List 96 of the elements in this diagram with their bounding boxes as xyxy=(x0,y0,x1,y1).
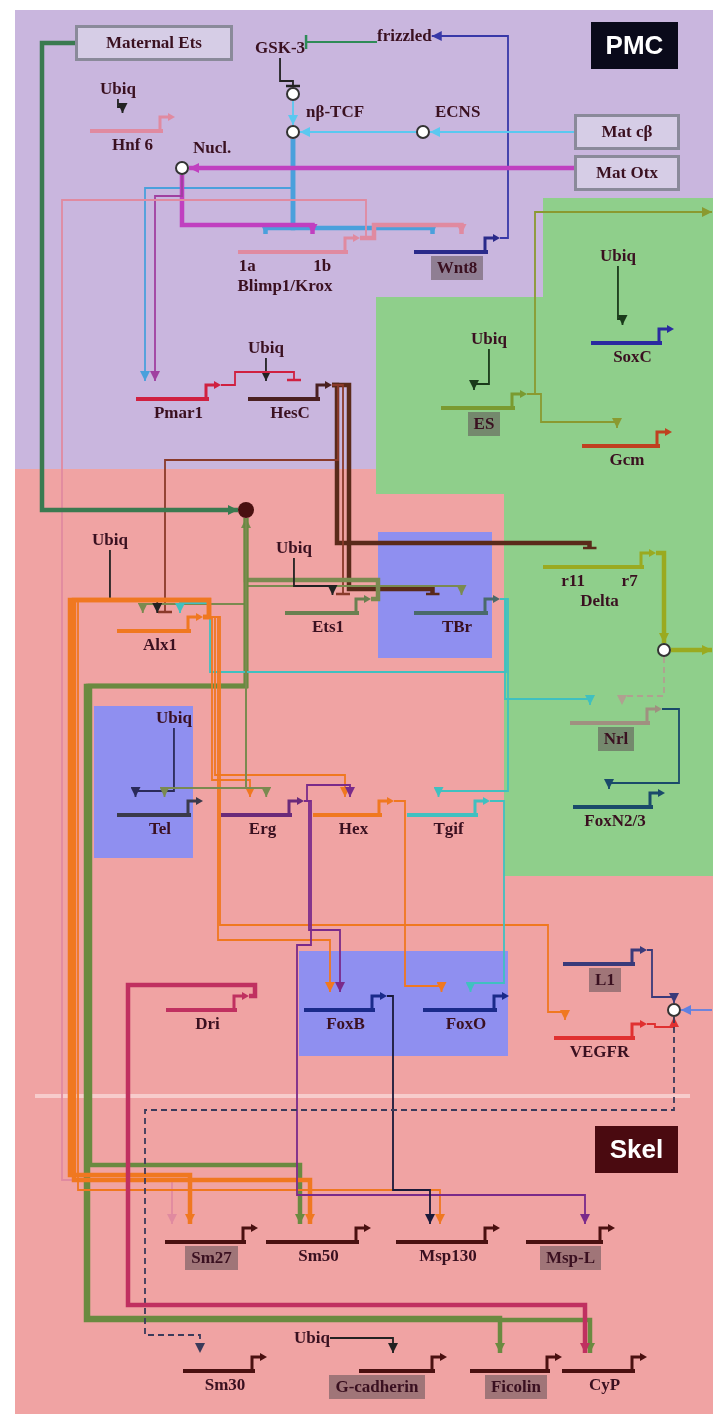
gene-name: Hex xyxy=(338,819,369,839)
activation-arrow xyxy=(117,98,128,114)
activation-arrow xyxy=(125,982,590,1353)
activation-arrow xyxy=(39,40,238,515)
input-label: Ubiq xyxy=(276,538,312,558)
activation-arrow xyxy=(646,949,679,1004)
inhibition-line xyxy=(220,371,303,386)
activation-arrow xyxy=(293,557,338,596)
inhibition-line xyxy=(332,382,598,550)
activation-arrow xyxy=(290,139,438,234)
gene-name: CyP xyxy=(588,1375,621,1395)
gene-name: Alx1 xyxy=(143,635,177,655)
input-label: GSK-3 xyxy=(255,38,306,58)
activation-arrow xyxy=(296,800,590,1225)
activation-arrow xyxy=(386,995,435,1225)
activation-arrow xyxy=(71,597,315,1224)
activation-arrow xyxy=(299,127,417,137)
input-label: Ubiq xyxy=(600,246,636,266)
node-label: Nucl. xyxy=(193,138,232,158)
gene-name: HesC xyxy=(270,403,310,423)
gene-name: Sm50 xyxy=(298,1246,339,1266)
activation-arrow xyxy=(671,645,712,655)
gene-name: Ficolin xyxy=(484,1375,548,1399)
activation-arrow xyxy=(429,127,575,137)
region-label: Skel xyxy=(595,1126,678,1173)
input-label: Ubiq xyxy=(248,338,284,358)
gene-name: Delta xyxy=(580,591,619,611)
input-box: Mat cβ xyxy=(574,114,680,150)
activation-arrow xyxy=(83,518,595,1353)
inhibition-line xyxy=(156,384,339,614)
inhibition-line xyxy=(279,57,302,88)
region-label: PMC xyxy=(591,22,678,69)
activation-arrow xyxy=(150,174,183,382)
gene-name: r11 xyxy=(561,571,585,591)
activation-arrow xyxy=(61,199,367,1225)
gene-name: Tgif xyxy=(433,819,464,839)
input-label: Ubiq xyxy=(156,708,192,728)
activation-arrow xyxy=(617,656,665,706)
node-label: nβ-TCF xyxy=(306,102,365,122)
activation-arrow xyxy=(680,1005,713,1015)
gene-name: Hnf 6 xyxy=(111,135,154,155)
inhibition-line xyxy=(304,33,378,51)
node-label: ECNS xyxy=(435,102,481,122)
gene-name: Ets1 xyxy=(311,617,345,637)
activation-arrow xyxy=(360,222,467,241)
activation-arrow xyxy=(175,598,507,673)
activation-arrow xyxy=(433,598,509,798)
activation-arrow xyxy=(393,800,447,993)
activation-arrow xyxy=(303,784,355,802)
gene-name: Msp130 xyxy=(419,1246,477,1266)
gene-name: Gcm xyxy=(609,450,645,470)
activation-arrow xyxy=(261,357,271,382)
gene-name: SoxC xyxy=(613,347,652,367)
gene-name: TBr xyxy=(441,617,473,637)
activation-arrow xyxy=(526,207,713,395)
activation-arrow xyxy=(77,599,445,1225)
input-label: Ubiq xyxy=(294,1328,330,1348)
activation-arrow xyxy=(465,800,505,993)
gene-name: Sm30 xyxy=(204,1375,246,1395)
gene-name: Msp-L xyxy=(539,1246,602,1270)
activation-arrow xyxy=(469,348,490,391)
gene-name: FoxO xyxy=(445,1014,487,1034)
gene-name: L1 xyxy=(589,968,621,992)
gene-name: Erg xyxy=(248,819,277,839)
input-label: frizzled xyxy=(377,26,432,46)
activation-arrow xyxy=(179,175,318,234)
gene-name: 1b xyxy=(313,256,332,276)
activation-arrow xyxy=(617,265,628,326)
gene-name: Sm27 xyxy=(185,1246,238,1270)
gene-name: 1a xyxy=(238,256,256,276)
activation-arrow xyxy=(604,708,680,790)
gene-name: r7 xyxy=(621,571,638,591)
input-box: Mat Otx xyxy=(574,155,680,191)
activation-arrow xyxy=(329,1337,398,1354)
activation-arrow xyxy=(130,727,175,798)
gene-name: Blimp1/Krox xyxy=(237,276,333,296)
activation-arrow xyxy=(656,550,669,643)
gene-name: G-cadherin xyxy=(329,1375,425,1399)
gene-name: Nrl xyxy=(597,727,635,751)
gene-name: Pmar1 xyxy=(153,403,204,423)
gene-name: FoxB xyxy=(326,1014,365,1034)
gene-name: VEGFR xyxy=(569,1042,630,1062)
activation-arrow xyxy=(144,1016,675,1354)
input-label: Ubiq xyxy=(471,329,507,349)
activation-arrow xyxy=(189,163,574,173)
gene-name: ES xyxy=(467,412,501,436)
activation-arrow xyxy=(430,31,509,239)
gene-name: FoxN2/3 xyxy=(584,811,646,831)
input-label: Ubiq xyxy=(92,530,128,550)
activation-arrow xyxy=(288,100,298,126)
activation-arrow xyxy=(159,517,247,798)
gene-name: Wnt8 xyxy=(430,256,484,280)
input-label: Ubiq xyxy=(100,79,136,99)
input-box: Maternal Ets xyxy=(75,25,233,61)
gene-name: Dri xyxy=(195,1014,220,1034)
gene-name: Tel xyxy=(148,819,171,839)
